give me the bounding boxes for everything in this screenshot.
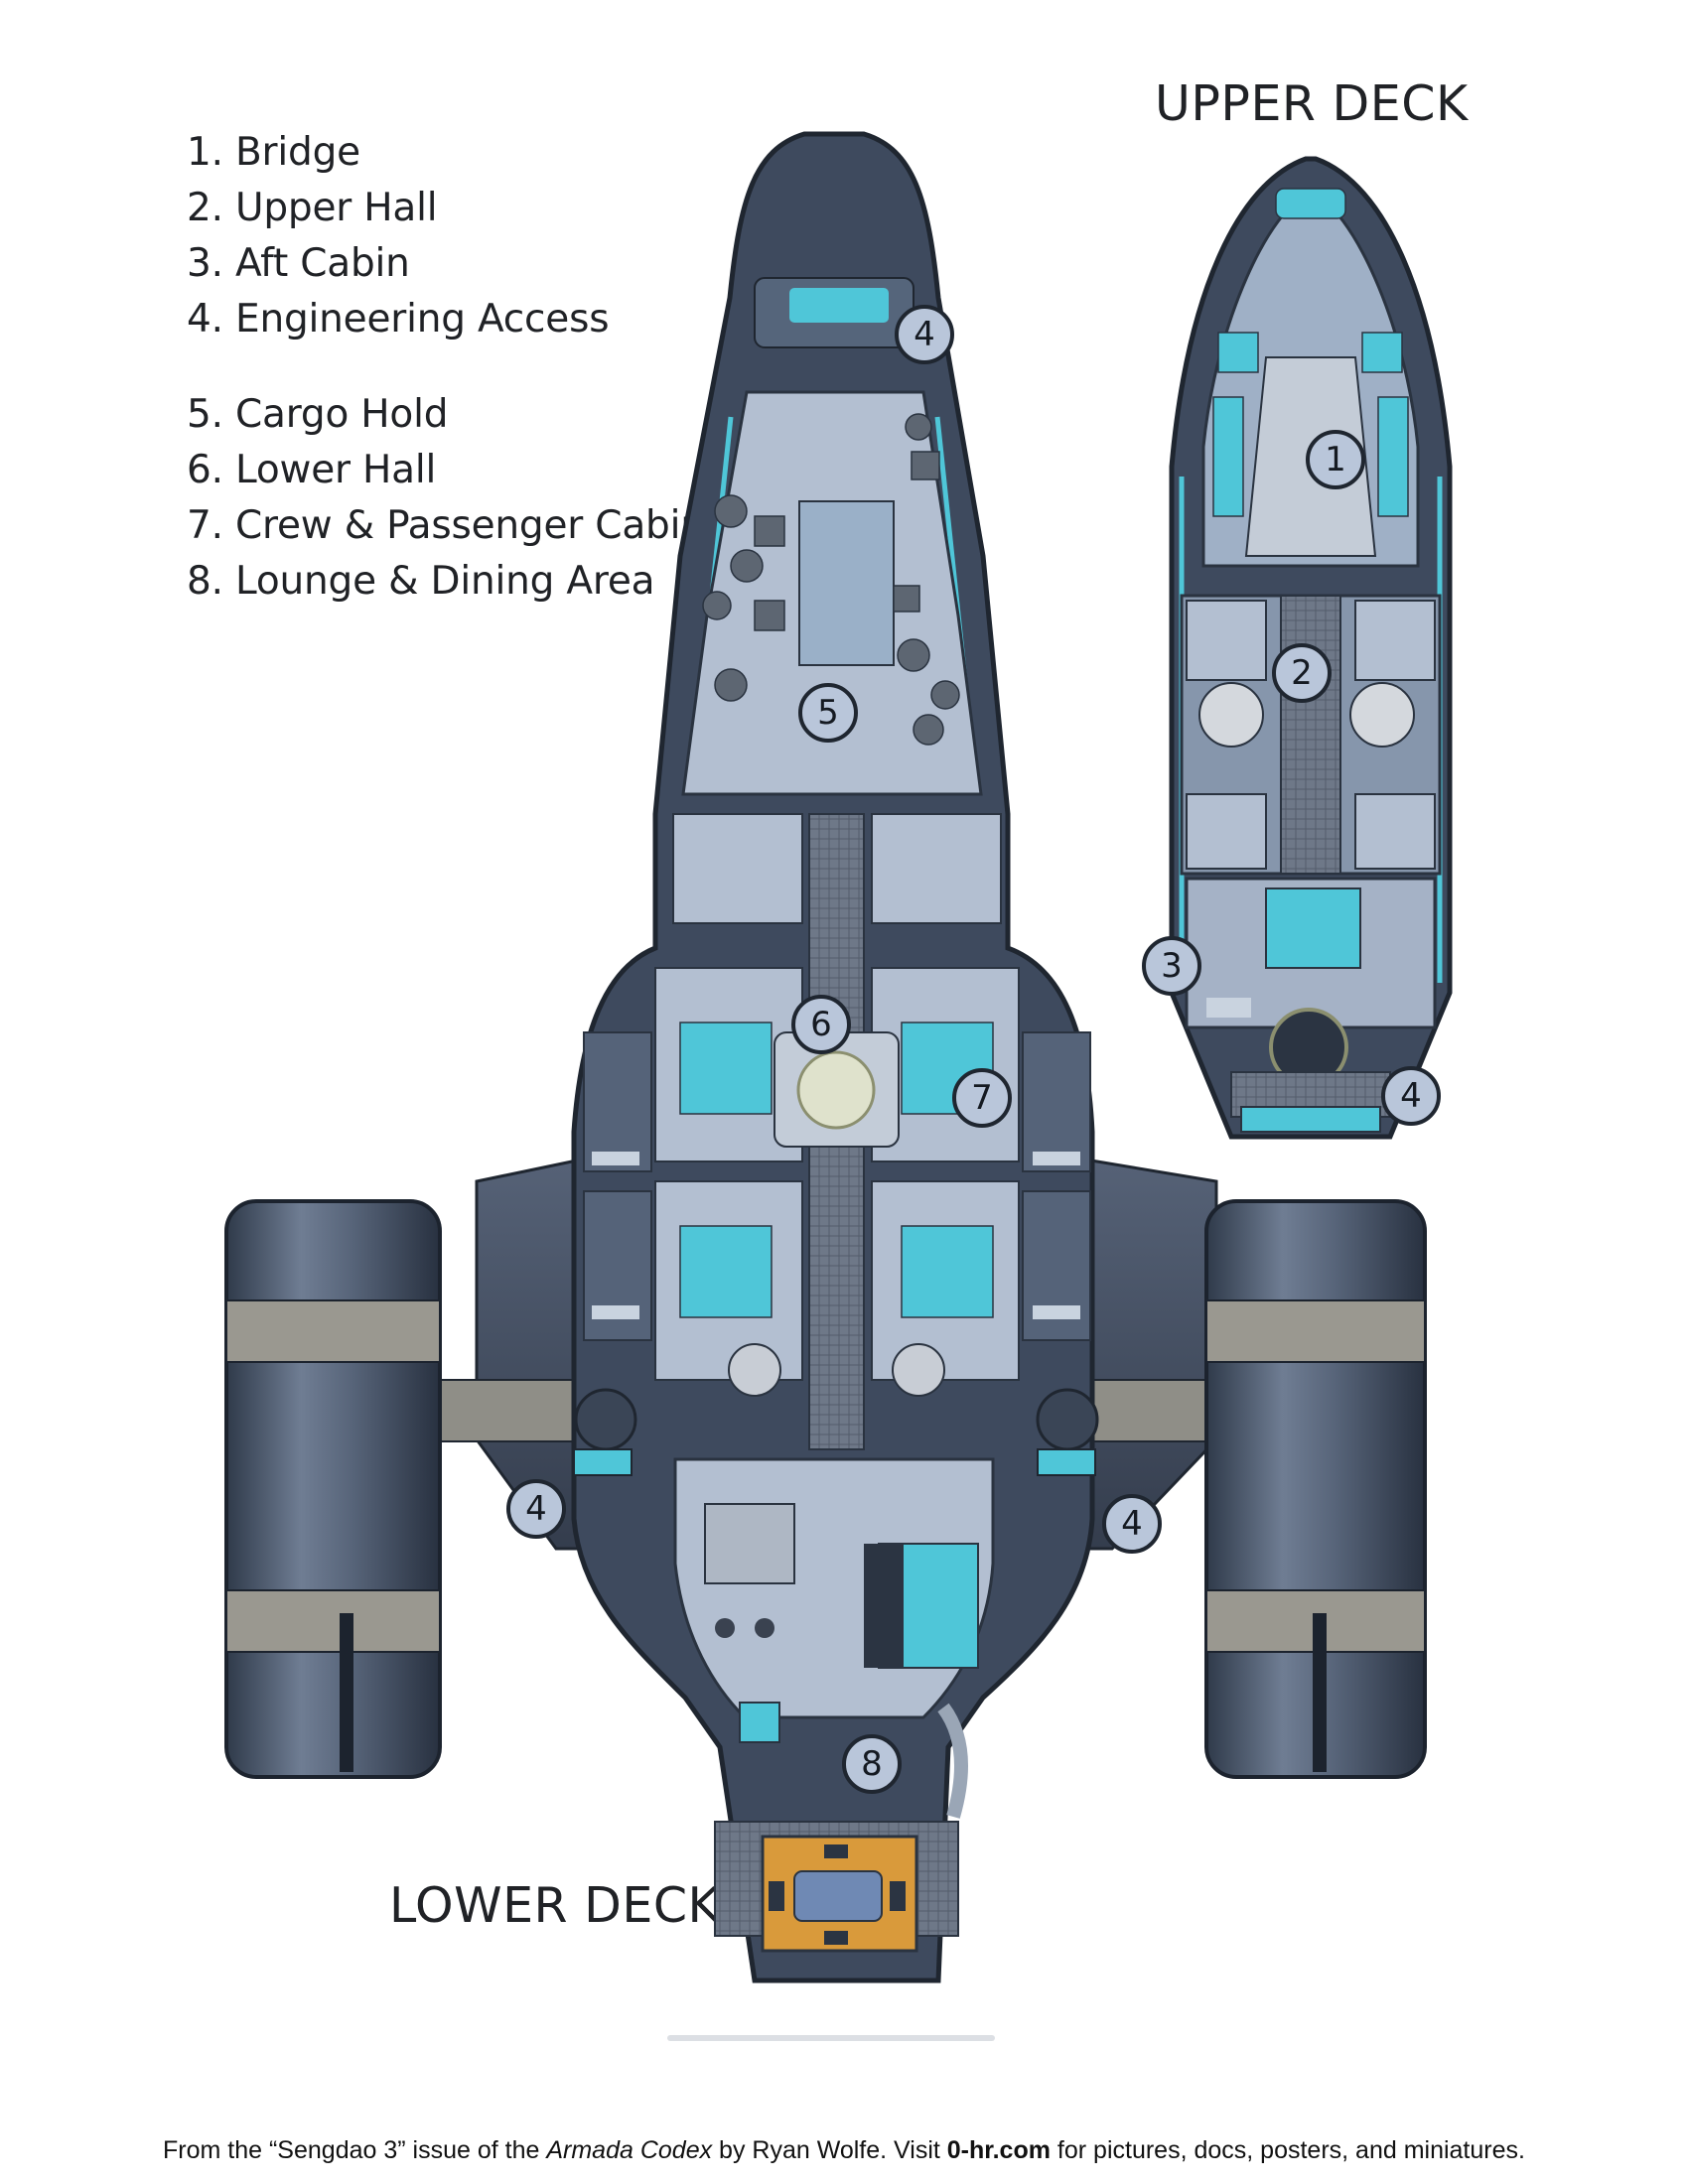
legend-item-lower-hall: 6. Lower Hall — [187, 448, 437, 492]
lower-deck-title: LOWER DECK — [389, 1877, 721, 1934]
lower-deck-ship: 4 5 6 7 4 4 8 — [224, 131, 1427, 1983]
svg-text:6: 6 — [810, 1005, 832, 1044]
upper-deck-ship: 1 2 3 4 — [1142, 156, 1453, 1140]
svg-text:4: 4 — [1121, 1504, 1143, 1544]
marker-cargo-hold: 5 — [798, 683, 858, 743]
footer-suffix: for pictures, docs, posters, and miniatu… — [1050, 2136, 1525, 2164]
footer-publication: Armada Codex — [546, 2136, 713, 2164]
marker-bridge: 1 — [1306, 430, 1365, 489]
marker-engineering-upper: 4 — [1381, 1066, 1441, 1126]
marker-upper-hall: 2 — [1272, 643, 1332, 703]
svg-text:4: 4 — [525, 1489, 547, 1529]
marker-lower-hall: 6 — [791, 995, 851, 1054]
marker-lounge: 8 — [842, 1734, 902, 1794]
port-engine-pod — [224, 1199, 442, 1779]
marker-crew-cabins: 7 — [952, 1068, 1012, 1128]
legend-item-engineering-access: 4. Engineering Access — [187, 297, 610, 341]
credit-footer: From the “Sengdao 3” issue of the Armada… — [0, 2136, 1688, 2165]
svg-text:4: 4 — [914, 315, 935, 354]
marker-engineering-port: 4 — [506, 1479, 566, 1539]
legend-item-aft-cabin: 3. Aft Cabin — [187, 241, 410, 286]
legend-item-lounge: 8. Lounge & Dining Area — [187, 559, 655, 604]
footer-middle: by Ryan Wolfe. Visit — [712, 2136, 947, 2164]
marker-engineering-bow: 4 — [895, 305, 954, 364]
svg-text:4: 4 — [1400, 1076, 1422, 1116]
legend-item-crew-cabins: 7. Crew & Passenger Cabins — [187, 503, 725, 548]
svg-text:5: 5 — [817, 693, 839, 733]
svg-text:1: 1 — [1325, 440, 1346, 479]
marker-engineering-starboard: 4 — [1102, 1494, 1162, 1554]
marker-aft-cabin: 3 — [1142, 936, 1201, 996]
room-legend: 1. Bridge 2. Upper Hall 3. Aft Cabin 4. … — [187, 125, 725, 610]
footer-prefix: From the “Sengdao 3” issue of the — [163, 2136, 547, 2164]
svg-text:2: 2 — [1291, 653, 1313, 693]
svg-text:7: 7 — [971, 1078, 993, 1118]
divider-line — [667, 2035, 995, 2041]
legend-item-cargo-hold: 5. Cargo Hold — [187, 392, 449, 437]
legend-item-upper-hall: 2. Upper Hall — [187, 186, 438, 230]
svg-text:3: 3 — [1161, 946, 1183, 986]
legend-item-bridge: 1. Bridge — [187, 130, 360, 175]
footer-site-link[interactable]: 0-hr.com — [946, 2136, 1051, 2164]
starboard-engine-pod — [1204, 1199, 1427, 1779]
svg-text:8: 8 — [861, 1744, 883, 1784]
upper-deck-title: UPPER DECK — [1155, 75, 1469, 132]
